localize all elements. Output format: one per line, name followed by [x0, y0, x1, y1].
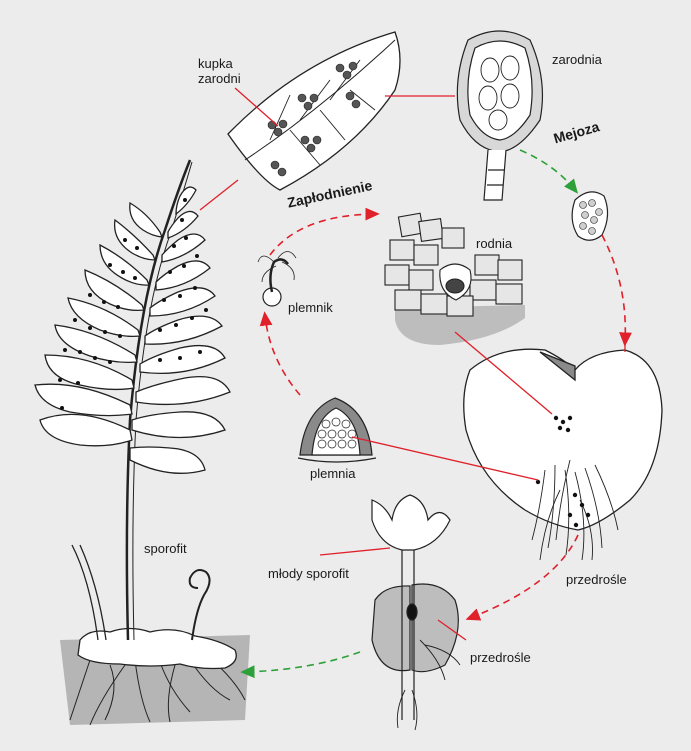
archegonium [385, 213, 525, 345]
label-mlody-sporofit: młody sporofit [268, 566, 349, 581]
young-sporophyte-illustration [372, 495, 460, 730]
spore [572, 192, 607, 240]
prothallus [464, 349, 662, 560]
label-plemnia: plemnia [310, 466, 356, 481]
sperm-cell [258, 252, 296, 307]
label-przedrosle-1: przedrośle [566, 572, 627, 587]
sporangium [457, 31, 542, 200]
label-zarodnia: zarodnia [552, 52, 602, 67]
label-sporofit: sporofit [144, 541, 187, 556]
sporophyte-illustration [35, 160, 250, 725]
label-plemnik: plemnik [288, 300, 333, 315]
label-przedrosle-2: przedrośle [470, 650, 531, 665]
label-rodnia: rodnia [476, 236, 512, 251]
label-kupka-zarodni: kupka zarodni [198, 56, 241, 86]
pinna-with-sori [228, 32, 400, 190]
antheridium [298, 398, 376, 462]
